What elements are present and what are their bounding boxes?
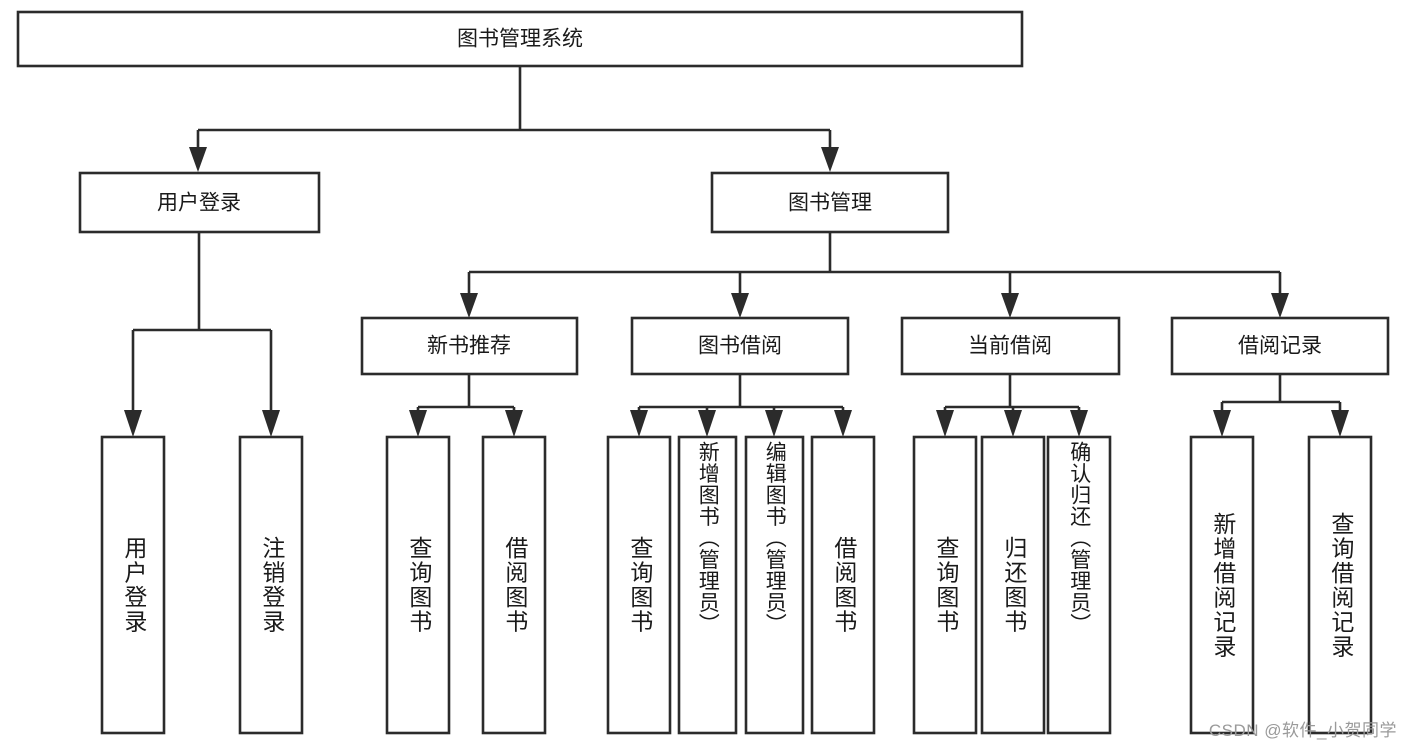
node-new-book-recommend-label: 新书推荐: [427, 335, 511, 358]
arrowhead-leaf-query-record: [1331, 410, 1349, 437]
arrowhead-leaf-user-login: [124, 410, 142, 437]
arrowhead-user-login: [189, 147, 207, 172]
arrowhead-leaf-query-book-1: [409, 410, 427, 437]
leaf-box-query-book-2[interactable]: [606, 435, 672, 735]
arrowhead-book-manage: [821, 147, 839, 172]
node-book-manage[interactable]: 图书管理: [710, 171, 950, 234]
arrowhead-new-book-recommend: [460, 293, 478, 318]
connector-new-book-recommend-to-leaves: [409, 374, 523, 437]
connector-book-manage-to-level3: [460, 232, 1289, 318]
leaf-box-confirm-return[interactable]: [1046, 435, 1112, 735]
leaf-box-query-book-3[interactable]: [912, 435, 978, 735]
arrowhead-leaf-query-book-3: [936, 410, 954, 437]
node-book-borrow-box: [630, 316, 850, 376]
arrowhead-book-borrow: [731, 293, 749, 318]
node-borrow-record[interactable]: 借阅记录: [1170, 316, 1390, 376]
node-user-login[interactable]: 用户登录: [78, 171, 321, 234]
arrowhead-leaf-add-record: [1213, 410, 1231, 437]
connector-root-to-level2: [189, 66, 839, 172]
node-book-borrow-label: 图书借阅: [698, 335, 782, 358]
node-root-label: 图书管理系统: [457, 28, 583, 51]
node-current-borrow[interactable]: 当前借阅: [900, 316, 1121, 376]
node-root-box: [16, 10, 1024, 68]
connector-user-login-to-leaves: [124, 232, 280, 437]
connector-book-borrow-to-leaves: [630, 374, 852, 437]
arrowhead-borrow-record: [1271, 293, 1289, 318]
arrowhead-leaf-borrow-book-1: [505, 410, 523, 437]
arrowhead-leaf-return-book: [1004, 410, 1022, 437]
node-borrow-record-box: [1170, 316, 1390, 376]
node-book-manage-box: [710, 171, 950, 234]
leaf-box-return-book[interactable]: [980, 435, 1046, 735]
arrowhead-leaf-edit-book: [765, 410, 783, 437]
arrowhead-leaf-add-book: [698, 410, 716, 437]
leaf-box-query-book-1[interactable]: [385, 435, 451, 735]
node-new-book-recommend-box: [360, 316, 579, 376]
node-user-login-label: 用户登录: [157, 192, 241, 215]
node-current-borrow-label: 当前借阅: [968, 335, 1052, 358]
node-book-manage-label: 图书管理: [788, 192, 872, 215]
arrowhead-leaf-confirm-return: [1070, 410, 1088, 437]
arrowhead-current-borrow: [1001, 293, 1019, 318]
csdn-watermark: CSDN @软件_小贺同学: [1208, 721, 1397, 740]
node-borrow-record-label: 借阅记录: [1238, 335, 1322, 358]
node-root[interactable]: 图书管理系统: [16, 10, 1024, 68]
leaf-box-user-login[interactable]: [100, 435, 166, 735]
arrowhead-leaf-query-book-2: [630, 410, 648, 437]
arrowhead-leaf-borrow-book-2: [834, 410, 852, 437]
leaf-box-add-book[interactable]: [677, 435, 738, 735]
node-book-borrow[interactable]: 图书借阅: [630, 316, 850, 376]
leaf-box-add-record[interactable]: [1189, 435, 1255, 735]
leaf-boxes: [100, 435, 1373, 735]
leaf-box-borrow-book-1[interactable]: [481, 435, 547, 735]
arrowhead-leaf-user-logout: [262, 410, 280, 437]
connector-borrow-record-to-leaves: [1213, 374, 1349, 437]
leaf-box-user-logout[interactable]: [238, 435, 304, 735]
connector-current-borrow-to-leaves: [936, 374, 1088, 437]
leaf-box-edit-book[interactable]: [744, 435, 805, 735]
node-new-book-recommend[interactable]: 新书推荐: [360, 316, 579, 376]
leaf-box-borrow-book-2[interactable]: [810, 435, 876, 735]
leaf-box-query-record[interactable]: [1307, 435, 1373, 735]
node-current-borrow-box: [900, 316, 1121, 376]
